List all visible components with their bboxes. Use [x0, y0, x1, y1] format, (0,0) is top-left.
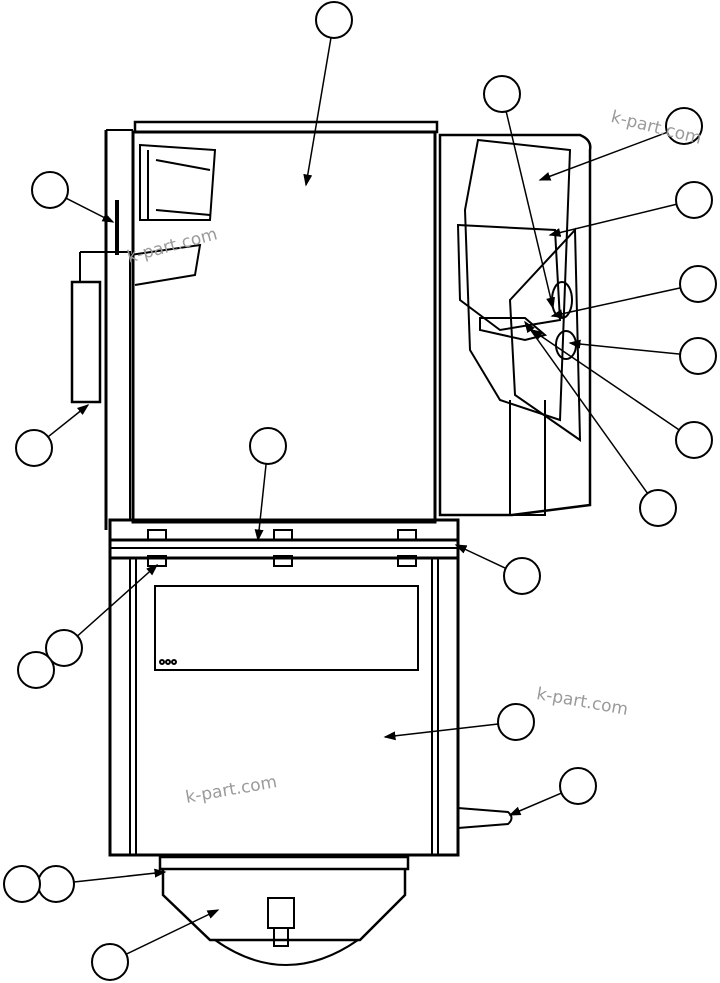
- callout-circle: [483, 75, 521, 113]
- label-plate: [154, 585, 419, 671]
- callout-circle: [679, 337, 717, 375]
- leader-line: [548, 203, 677, 237]
- callout-circle: [675, 421, 713, 459]
- fan-housing: [438, 133, 592, 517]
- leader-line: [73, 868, 167, 883]
- leader-line: [303, 37, 332, 187]
- leader-line: [508, 792, 562, 816]
- callout-circle: [91, 943, 129, 981]
- leader-line: [505, 111, 555, 310]
- leader-line: [65, 197, 115, 223]
- callout-circle: [17, 651, 55, 689]
- callout-circle: [665, 107, 703, 145]
- clamp-band: [108, 518, 460, 567]
- callout-circle: [639, 489, 677, 527]
- leader-line: [47, 404, 90, 438]
- callout-circle: [675, 181, 713, 219]
- leader-line: [383, 723, 499, 741]
- handle: [457, 807, 513, 829]
- callout-circle: [45, 629, 83, 667]
- callouts: [3, 1, 717, 981]
- callout-circle: [37, 865, 75, 903]
- leader-line: [254, 463, 267, 542]
- leader-line: [538, 131, 668, 181]
- upper-housing: [104, 120, 439, 530]
- leader-line: [530, 329, 680, 431]
- callout-circle: [559, 767, 597, 805]
- leader-line: [125, 909, 220, 955]
- callout-circle: [15, 429, 53, 467]
- callout-circle: [679, 265, 717, 303]
- inlet-pipe: [70, 251, 131, 520]
- callout-circle: [31, 171, 69, 209]
- callout-circle: [3, 865, 41, 903]
- leader-line: [568, 339, 681, 355]
- leader-line: [550, 287, 681, 319]
- callout-circle: [249, 427, 287, 465]
- dust-cup: [158, 855, 410, 966]
- leader-line: [524, 320, 649, 494]
- callout-circle: [315, 1, 353, 39]
- leader-line: [76, 564, 159, 637]
- lower-housing: [108, 556, 513, 857]
- callout-circle: [503, 557, 541, 595]
- leader-line: [454, 544, 507, 570]
- callout-circle: [497, 703, 535, 741]
